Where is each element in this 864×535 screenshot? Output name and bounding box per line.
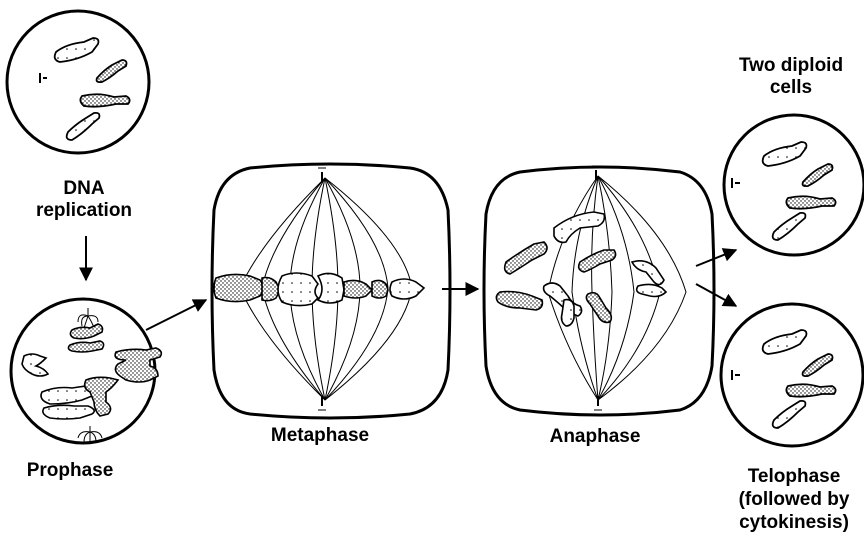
chromosome-pair (318, 273, 344, 303)
cell-initial (7, 11, 149, 153)
chromosome (562, 300, 575, 326)
chromosome (786, 384, 835, 396)
label-prophase: Prophase (0, 460, 140, 482)
chromosome (80, 94, 129, 106)
label-dna-replication: DNA replication (14, 178, 154, 222)
chromosome (786, 196, 835, 208)
cell-daughter-bottom (721, 304, 863, 446)
cell-prophase (11, 299, 161, 444)
cell-anaphase (484, 166, 714, 415)
label-metaphase: Metaphase (250, 425, 390, 447)
chromosome-pair (372, 280, 388, 298)
chromosome-pair (278, 273, 318, 306)
label-two-diploid-cells: Two diploid cells (718, 55, 864, 99)
label-anaphase: Anaphase (525, 426, 665, 448)
chromosome-pair (214, 274, 263, 301)
cell-daughter-top (724, 115, 864, 255)
cell-metaphase (212, 164, 450, 418)
label-telophase: Telophase (followed by cytokinesis) (724, 465, 864, 534)
arrow-prophase-to-metaphase (146, 300, 206, 330)
